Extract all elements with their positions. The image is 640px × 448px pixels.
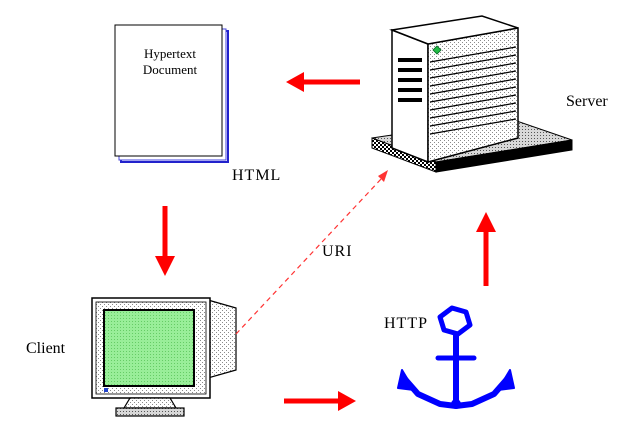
document-icon bbox=[114, 24, 229, 163]
arrow-document-to-client bbox=[155, 206, 175, 276]
document-title: Hypertext Document bbox=[122, 46, 218, 78]
html-edge-label: HTML bbox=[232, 167, 282, 184]
anchor-icon bbox=[397, 305, 515, 409]
arrow-client-to-server-uri bbox=[235, 170, 388, 335]
client-label: Client bbox=[26, 340, 66, 357]
http-label: HTTP bbox=[384, 315, 428, 332]
server-tower-icon bbox=[371, 15, 573, 173]
uri-edge-label: URI bbox=[322, 243, 353, 260]
crt-monitor-icon bbox=[91, 297, 237, 417]
arrow-server-to-document bbox=[286, 72, 360, 92]
arrow-client-to-anchor bbox=[284, 391, 356, 411]
document-title-line1: Hypertext bbox=[144, 46, 196, 61]
document-title-line2: Document bbox=[142, 62, 198, 77]
server-label: Server bbox=[566, 93, 608, 110]
arrow-anchor-to-server bbox=[476, 212, 496, 286]
